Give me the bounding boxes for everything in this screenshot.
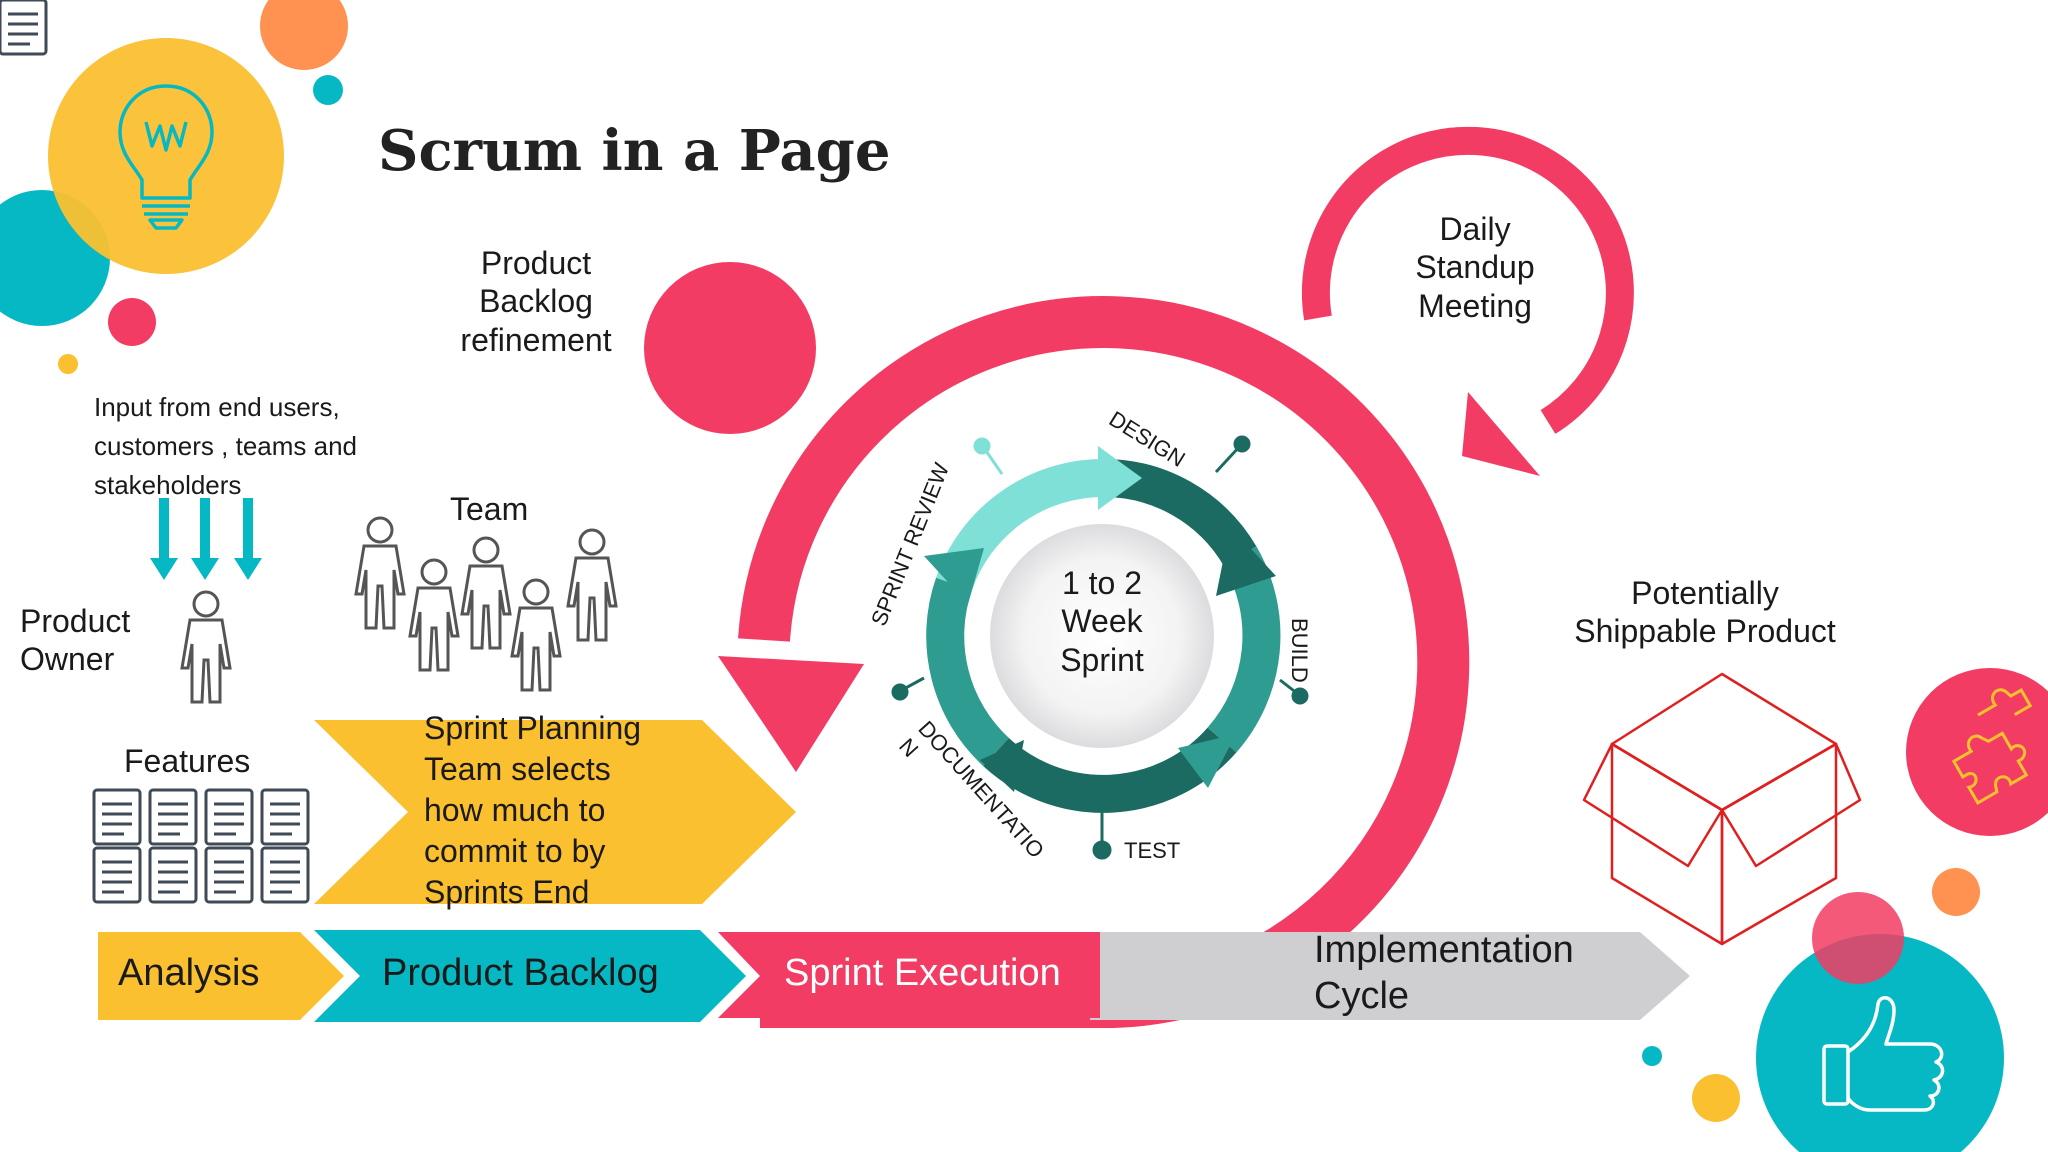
product-owner-label: Product Owner: [20, 603, 131, 678]
sprint-loop-arrowhead: [718, 656, 864, 772]
deco-pink-circle-right: [1906, 668, 2048, 836]
band-label-product-backlog: Product Backlog: [382, 952, 659, 994]
product-owner-icon: [180, 590, 232, 704]
deco-yellow-dot-bottom: [1692, 1074, 1740, 1122]
sprint-planning-text: Sprint Planning Team selects how much to…: [424, 710, 642, 910]
shippable-product-label: Potentially Shippable Product: [1574, 575, 1836, 650]
deco-pink-dot: [108, 298, 156, 346]
input-label: Input from end users, customers , teams …: [94, 392, 357, 500]
team-member-icon: [354, 516, 406, 630]
input-arrows: [150, 498, 262, 580]
deco-orange-dot-right: [1932, 868, 1980, 916]
sprint-planning-chevron: [314, 720, 796, 904]
deco-orange-dot: [260, 0, 348, 70]
deco-teal-circle-right: [1756, 934, 2004, 1152]
open-box-icon: [1582, 672, 1862, 946]
sprint-cycle-ring: [891, 435, 1309, 860]
team-member-icon: [510, 578, 562, 692]
daily-standup-loop: [1301, 126, 1634, 434]
band-label-analysis: Analysis: [118, 952, 260, 994]
thumbs-up-icon: [1822, 996, 1945, 1112]
sprint-loop-arrow: [738, 296, 1470, 1029]
band-product-backlog: [314, 930, 746, 1022]
cycle-label-test: TEST: [1124, 838, 1181, 863]
page-title: Scrum in a Page: [378, 118, 891, 184]
features-documents: [0, 0, 310, 904]
cycle-label-build: BUILD: [1287, 618, 1312, 683]
lightbulb-icon: [118, 84, 214, 230]
sprint-center-label: 1 to 2 Week Sprint: [1060, 565, 1144, 678]
team-label: Team: [450, 491, 529, 527]
deco-yellow-dot: [58, 354, 78, 374]
puzzle-icon: [1951, 688, 2033, 805]
daily-standup-label: Daily Standup Meeting: [1415, 211, 1535, 324]
deco-pink-overlap: [1812, 892, 1904, 984]
backlog-refinement-label: Product Backlog refinement: [460, 245, 612, 358]
team-member-icon: [460, 536, 512, 650]
document-icon: [0, 0, 48, 56]
deco-yellow-circle: [48, 38, 284, 274]
band-label-implementation: Implementation Cycle: [1314, 929, 1574, 1017]
deco-teal-small-dot: [313, 75, 343, 105]
band-label-sprint-execution: Sprint Execution: [784, 952, 1061, 994]
band-implementation: [1090, 932, 1690, 1020]
deco-teal-dot-bottom: [1642, 1046, 1662, 1066]
band-analysis: [98, 932, 344, 1020]
daily-standup-arrowhead: [1462, 392, 1540, 476]
team-member-icon: [566, 528, 618, 642]
team-member-icon: [408, 558, 460, 672]
band-sprint-execution: [718, 932, 1100, 1018]
backlog-refinement-circle: [644, 262, 816, 434]
cycle-segment-documentation: [926, 577, 1010, 766]
features-label: Features: [124, 743, 251, 779]
